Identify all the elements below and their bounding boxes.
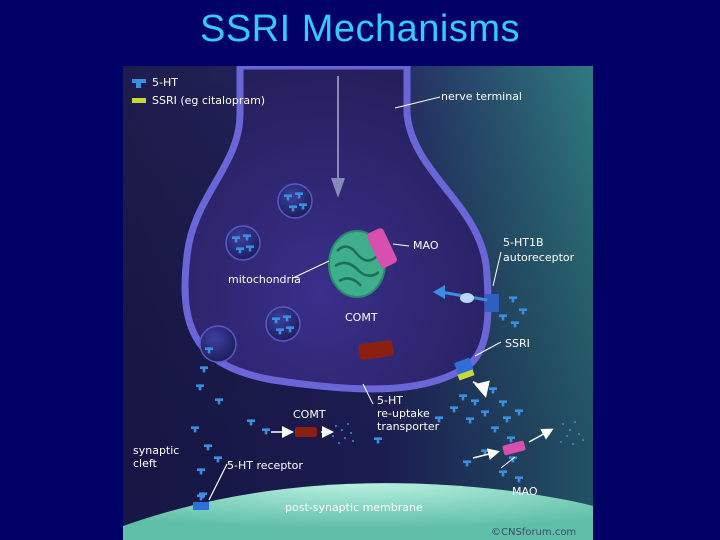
serotonin-icon: [132, 79, 146, 88]
mao-cleft-enzyme: [502, 440, 526, 456]
vesicle: [265, 306, 301, 342]
mao-arrow-out: [528, 428, 554, 443]
label-transporter-line3: transporter: [377, 420, 440, 433]
label-transporter-line1: 5-HT: [377, 394, 403, 407]
label-synaptic-cleft-line2: cleft: [133, 457, 158, 470]
nerve-terminal: [181, 66, 492, 393]
5ht-receptor: [193, 463, 228, 510]
mao-enzyme: [367, 228, 397, 268]
slide-title: SSRI Mechanisms: [199, 8, 521, 50]
label-mitochondria: mitochondria: [228, 273, 301, 286]
vesicle: [225, 225, 261, 261]
label-synaptic-cleft-line1: synaptic: [133, 444, 179, 457]
legend: 5-HT SSRI (eg citalopram): [132, 76, 265, 107]
label-5ht-receptor: 5-HT receptor: [227, 459, 303, 472]
axon-arrow: [331, 76, 345, 198]
copyright-text: ©CNSforum.com: [491, 527, 576, 538]
mao-arrow-in: [472, 448, 500, 461]
label-post-synaptic-membrane: post-synaptic membrane: [285, 501, 423, 514]
label-comt-cleft: COMT: [293, 408, 326, 421]
label-comt-top: COMT: [345, 311, 378, 324]
reuptake-transporter: [454, 357, 490, 398]
label-autoreceptor-line2: autoreceptor: [503, 251, 575, 264]
leader-lines: [292, 96, 516, 469]
autoreceptor: [433, 285, 499, 312]
comt-cleft-enzyme: [295, 427, 317, 437]
comt-enzyme: [358, 340, 394, 360]
post-synaptic-membrane: [123, 483, 593, 540]
label-ssri: SSRI: [505, 337, 530, 350]
ssri-icon: [132, 98, 146, 103]
label-autoreceptor-line1: 5-HT1B: [503, 236, 544, 249]
legend-label-5ht: 5-HT: [152, 76, 178, 89]
label-mao-top: MAO: [413, 239, 439, 252]
vesicle: [277, 183, 313, 219]
label-mao-bottom: MAO: [512, 485, 538, 498]
mitochondria: [328, 230, 386, 298]
label-transporter-line2: re-uptake: [377, 407, 430, 420]
legend-label-ssri: SSRI (eg citalopram): [152, 94, 265, 107]
vesicle-fusing: [199, 325, 237, 363]
synapse-diagram: 5-HT SSRI (eg citalopram): [123, 66, 593, 540]
label-nerve-terminal: nerve terminal: [441, 90, 522, 103]
